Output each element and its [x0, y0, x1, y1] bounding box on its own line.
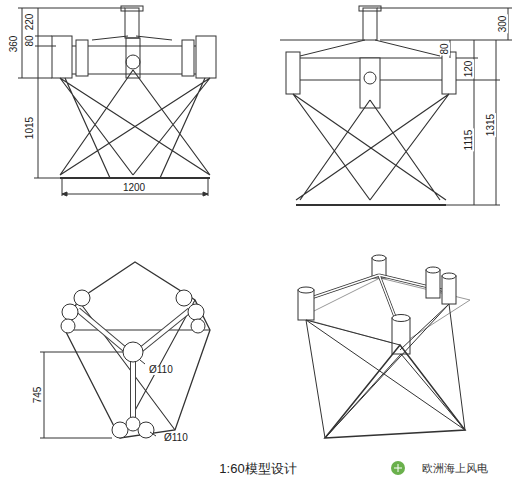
dimension-label: 120	[464, 60, 474, 79]
dimension-label: 1315	[486, 113, 496, 137]
dimension-label: 1015	[25, 116, 35, 140]
dimension-label: 745	[33, 386, 43, 405]
dimension-label: 300	[498, 15, 508, 34]
dimension-label: 1115	[464, 129, 474, 152]
dimension-label: Ø110	[163, 433, 189, 443]
dimension-label: 360	[9, 35, 19, 54]
dimension-label: 1200	[122, 183, 146, 193]
watermark: 欧洲海上风电	[422, 461, 488, 476]
dimension-label: 80	[440, 42, 450, 55]
dimension-label: Ø110	[148, 365, 174, 375]
dimension-label: 80	[25, 34, 35, 47]
caption: 1:60模型设计	[219, 460, 296, 478]
plan-view	[40, 262, 210, 438]
dimension-label: 220	[25, 13, 35, 32]
side-view	[280, 6, 512, 205]
front-view	[18, 6, 216, 196]
iso-view	[298, 255, 470, 438]
